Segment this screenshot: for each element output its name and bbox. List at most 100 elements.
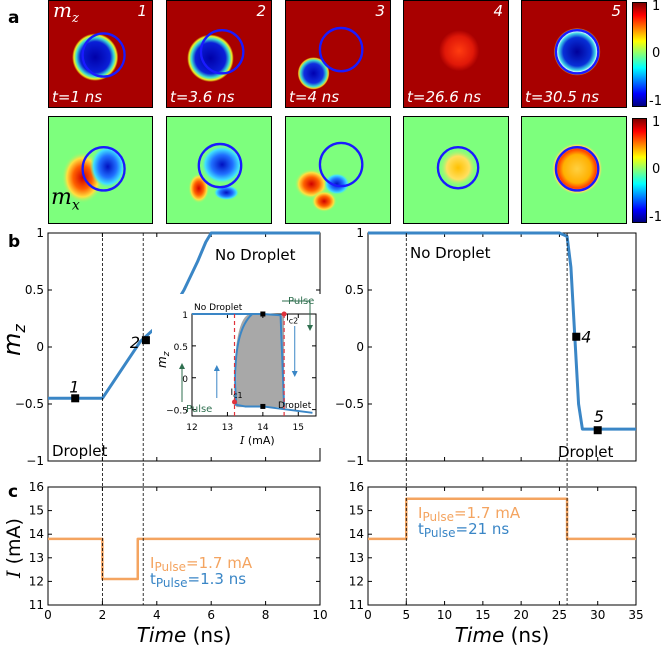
snapshot-index-3: 3 [375,2,385,20]
mz-map-2: 2 t=3.6 ns [166,0,272,108]
c-left-ipulse-label: IPulse=1.7 mA [150,554,253,574]
inset-critical-label: Ic2 [286,313,298,325]
mx-map-1: mx [48,116,153,224]
y-tick-label: 0 [182,375,188,385]
mx-map-2 [166,116,272,224]
inset-critical-point [281,311,287,317]
colorbar-tick-min: -1 [649,94,662,109]
y-tick-label: 11 [349,598,364,612]
y-tick-label: 1 [36,226,44,240]
x-tick-label: 10 [437,608,452,622]
snapshot-marker [572,332,581,341]
snapshot-index-5: 5 [611,2,621,20]
y-tick-label: 16 [29,480,44,494]
inset-droplet-label: Droplet [278,401,312,411]
c-left-xlabel: Time (ns) [137,623,232,647]
snapshot-time-5: t=30.5 ns [525,88,599,106]
mz-map-4: 4 t=26.6 ns [403,0,509,108]
snapshot-marker-label: 1 [69,377,79,396]
x-tick-label: 13 [222,423,233,433]
inset-marker [260,403,266,409]
mz-map-1: mz 1 t=1 ns [48,0,153,108]
snapshot-time-1: t=1 ns [52,88,103,106]
snapshot-marker [593,426,602,435]
y-tick-label: −0.5 [335,397,364,411]
x-tick-label: 4 [153,608,161,622]
mz-map-3: 3 t=4 ns [285,0,391,108]
colorbar-tick-mid: 0 [652,46,661,61]
inset-no-droplet-label: No Droplet [194,303,243,313]
snapshot-marker [71,394,80,403]
panel-label-a: a [8,8,20,28]
mx-row-label: mx [51,185,80,214]
x-tick-label: 25 [552,608,567,622]
panel-label-c: c [8,482,19,502]
y-tick-label: 13 [349,551,364,565]
inset-marker [260,311,266,317]
x-tick-label: 0 [44,608,52,622]
b-right-mz-curve [368,231,636,431]
b-right-no-droplet-label: No Droplet [410,244,491,262]
colorbar-mx [632,118,647,223]
mz-map-5: 5 t=30.5 ns [521,0,627,108]
c-right-current-curve [368,497,636,541]
snapshot-marker [141,336,150,345]
x-tick-label: 2 [99,608,107,622]
y-tick-label: 1 [182,311,188,321]
snapshot-time-3: t=4 ns [289,88,340,106]
b-ylabel: mz [0,324,29,356]
y-tick-label: 14 [29,527,44,541]
y-tick-label: 11 [29,598,44,612]
y-tick-label: 16 [349,480,364,494]
b-left-no-droplet-label: No Droplet [215,246,296,264]
snapshot-marker-label: 4 [581,328,591,347]
y-tick-label: −0.5 [15,397,44,411]
c-right-ipulse-label: IPulse=1.7 mA [418,504,521,524]
colorbar-mx-tick-mid: 0 [652,162,661,177]
c-right-xlabel: Time (ns) [455,623,550,647]
y-tick-label: 0.5 [174,343,188,353]
c-ylabel: I (mA) [3,518,25,579]
y-tick-label: 0.5 [25,283,44,297]
y-tick-label: 0 [36,340,44,354]
b-left-droplet-label: Droplet [52,442,107,460]
x-tick-label: 15 [293,423,304,433]
y-tick-label: −1 [26,454,44,468]
y-tick-label: 12 [349,574,364,588]
x-tick-label: 8 [262,608,270,622]
c-right-tpulse-label: tPulse=21 ns [418,520,509,540]
inset-xlabel: I (mA) [239,434,275,447]
y-tick-label: 13 [29,551,44,565]
mx-map-3 [285,116,391,224]
inset-upper-branch [192,313,281,317]
x-tick-label: 10 [312,608,327,622]
x-tick-label: 5 [402,608,410,622]
y-tick-label: 0.5 [345,283,364,297]
mx-map-5 [521,116,627,224]
y-tick-label: 1 [356,226,364,240]
x-tick-label: 14 [257,423,269,433]
inset-critical-point [232,399,238,405]
snapshot-marker-label: 5 [594,407,604,426]
y-tick-label: −1 [346,454,364,468]
inset-hysteresis-area [236,314,285,408]
y-tick-label: 15 [29,504,44,518]
colorbar-mx-tick-min: -1 [649,210,662,225]
inset-pulse-label-bottom: Pulse [186,404,212,415]
snapshot-marker-label: 2 [130,333,140,352]
b-right-droplet-label: Droplet [558,443,613,461]
c-left-frame [47,486,321,606]
c-right-frame [367,486,637,606]
panel-label-b: b [8,232,21,252]
x-tick-label: 15 [475,608,490,622]
mz-row-label: mz [53,0,79,26]
snapshot-time-4: t=26.6 ns [407,88,481,106]
x-tick-label: 0 [364,608,372,622]
c-left-tpulse-label: tPulse=1.3 ns [150,570,246,590]
x-tick-label: 6 [207,608,215,622]
snapshot-index-4: 4 [493,2,503,20]
mx-map-4 [403,116,509,224]
y-tick-label: 15 [349,504,364,518]
